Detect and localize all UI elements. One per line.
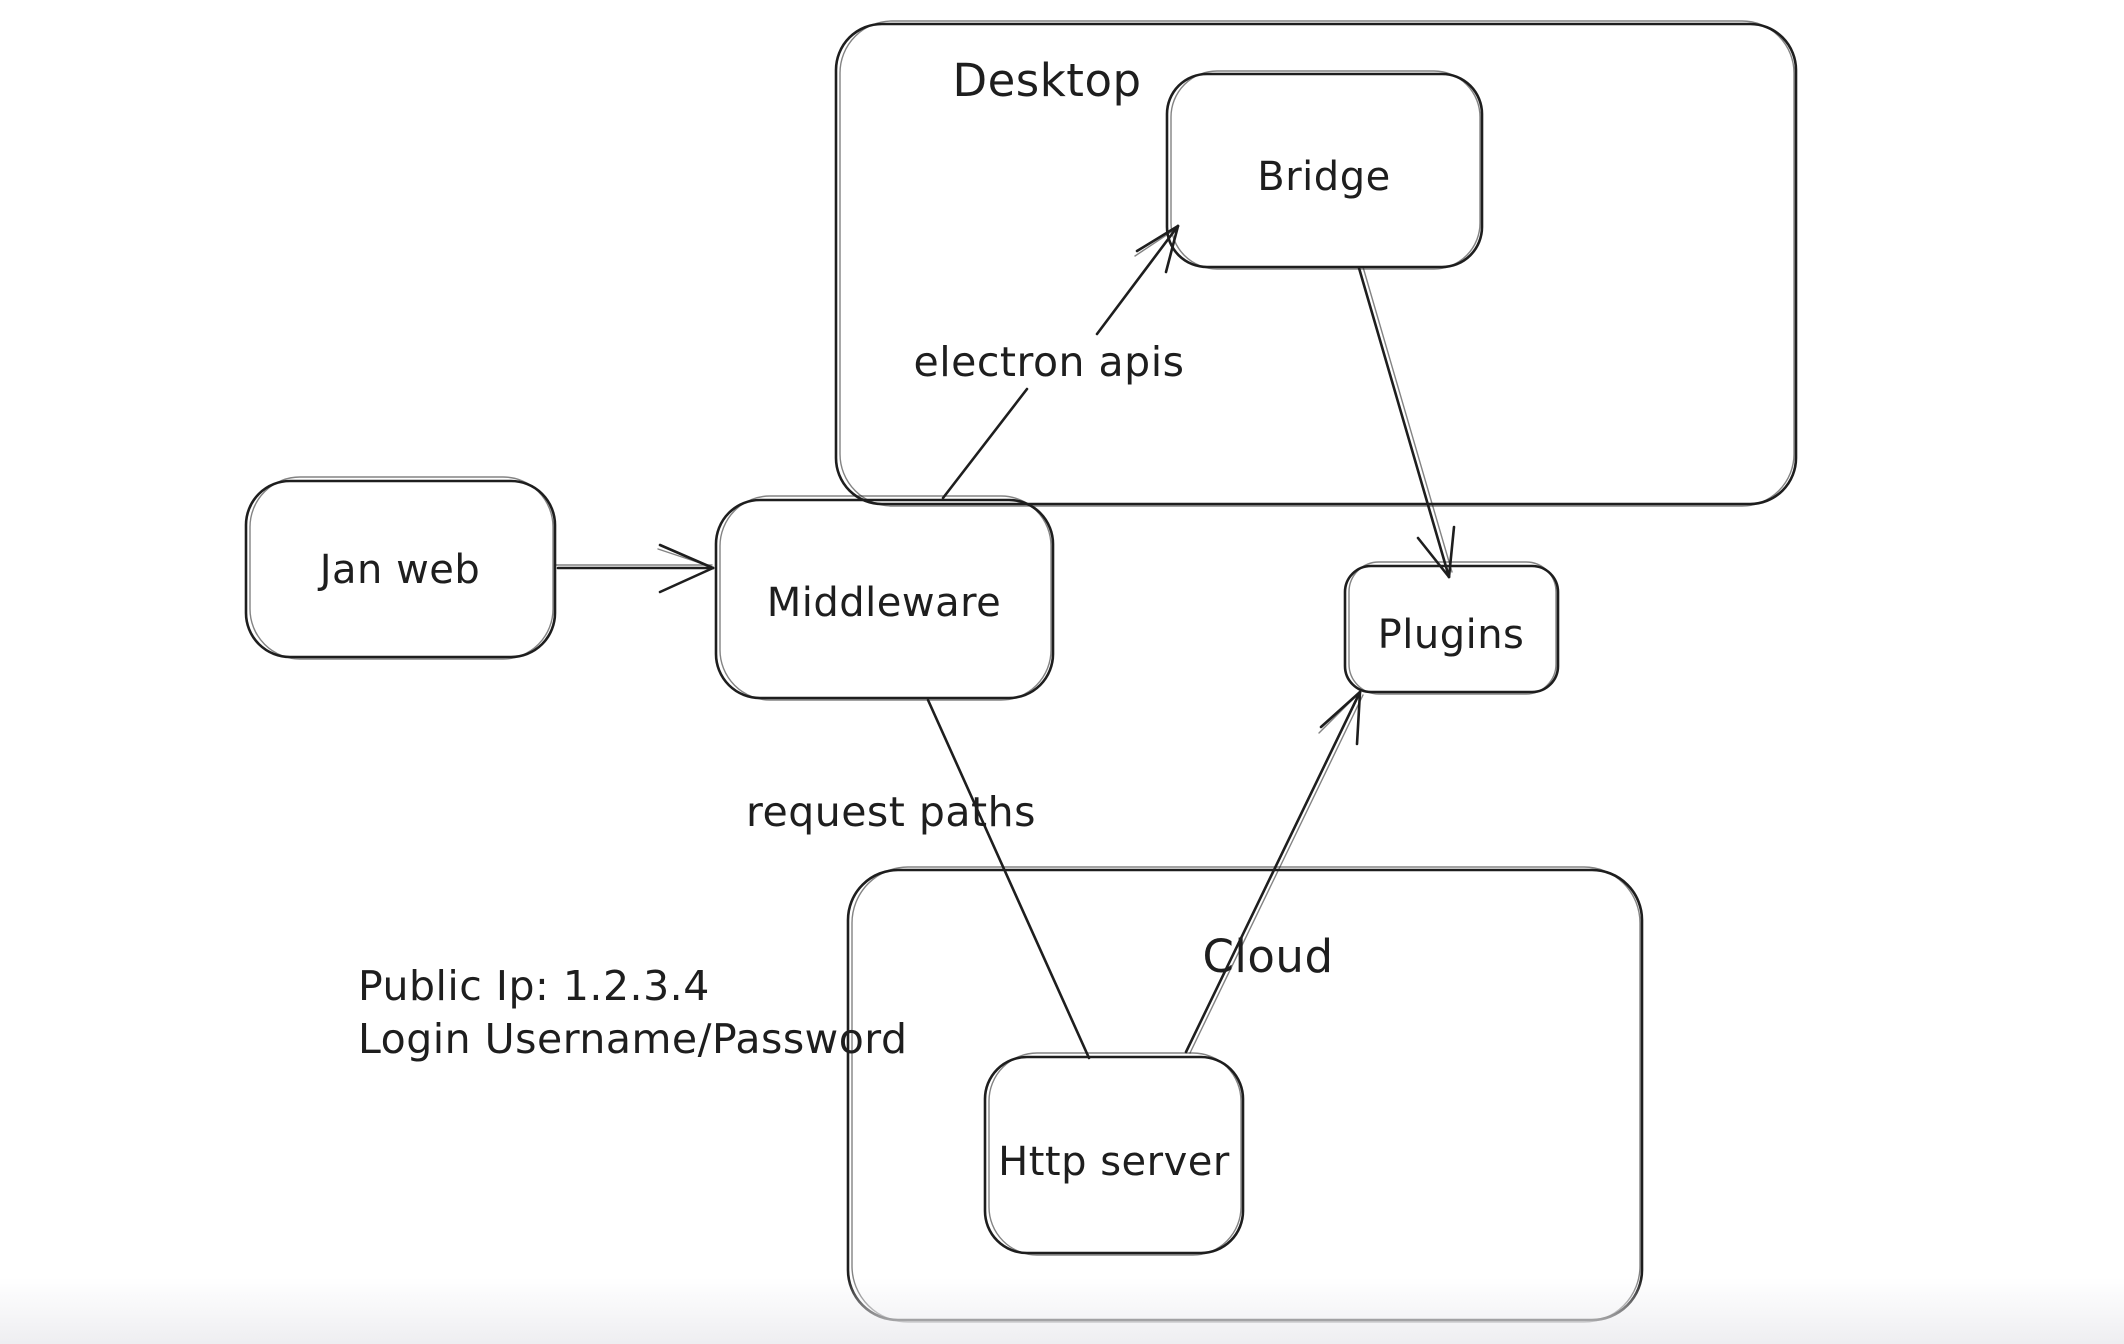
edge-middleware-bridge[interactable]	[941, 224, 1180, 500]
node-http-server-label: Http server	[998, 1139, 1230, 1185]
node-plugins[interactable]	[1343, 561, 1560, 695]
edge-jan-web-middleware[interactable]	[555, 543, 715, 594]
edge-label-electron-apis: electron apis	[914, 338, 1185, 386]
node-jan-web-label: Jan web	[317, 547, 481, 593]
annotation-public-ip: Public Ip: 1.2.3.4	[358, 962, 710, 1010]
node-plugins-label: Plugins	[1378, 612, 1525, 658]
container-cloud-label: Cloud	[1202, 930, 1333, 983]
node-bridge[interactable]	[1165, 70, 1484, 270]
container-desktop-label: Desktop	[952, 54, 1141, 107]
container-desktop[interactable]	[834, 20, 1798, 507]
node-jan-web[interactable]	[244, 476, 557, 660]
annotation-login: Login Username/Password	[358, 1015, 907, 1063]
edge-http-server-plugins[interactable]	[1184, 690, 1364, 1054]
bottom-fade	[0, 1278, 2124, 1344]
edge-label-request-paths: request paths	[746, 788, 1036, 836]
node-middleware[interactable]	[714, 495, 1055, 701]
node-bridge-label: Bridge	[1257, 154, 1390, 200]
node-middleware-label: Middleware	[767, 580, 1002, 626]
edge-middleware-http-server[interactable]	[926, 698, 1091, 1060]
node-http-server[interactable]	[983, 1052, 1245, 1256]
edge-bridge-plugins[interactable]	[1357, 266, 1456, 579]
